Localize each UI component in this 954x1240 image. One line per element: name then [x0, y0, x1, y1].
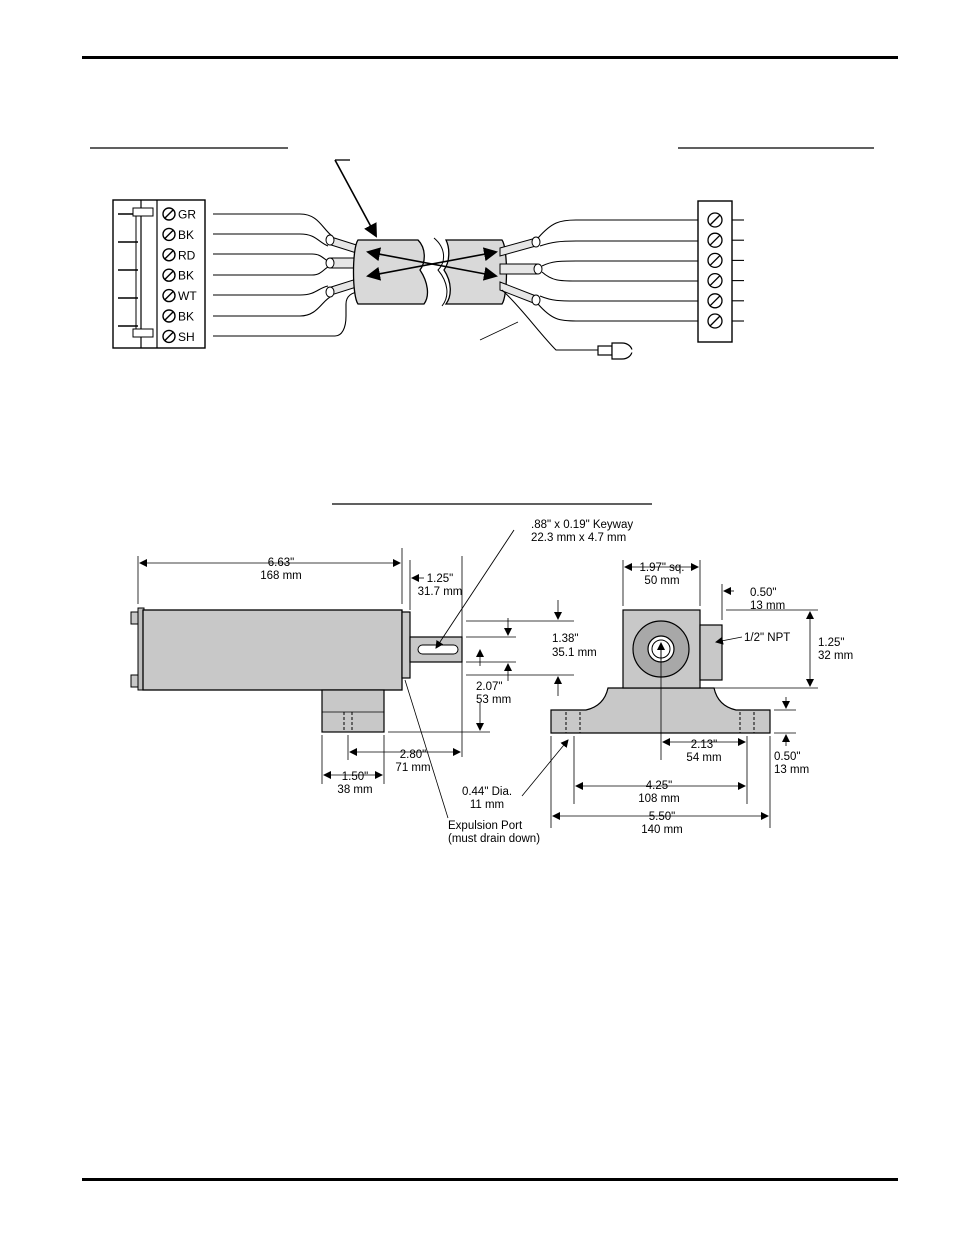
side-view — [130, 529, 574, 819]
hole-dia-label-1: 0.44" Dia. — [462, 786, 512, 798]
keyway-label-1: .88" x 0.19" Keyway — [531, 519, 633, 531]
terminal-label: BK — [178, 269, 194, 283]
hole-spacing-label-2: 108 mm — [638, 793, 680, 805]
center-hole-label-2: 54 mm — [686, 752, 721, 764]
base-thick-label-1: 0.50" — [774, 751, 800, 763]
hole-dia-label-2: 11 mm — [470, 799, 504, 811]
base-width-label-2: 38 mm — [337, 784, 372, 796]
cable-jacket — [352, 237, 508, 307]
axis-base-label-2: 71 mm — [395, 762, 430, 774]
encoder-body — [142, 609, 403, 691]
body-square-label-2: 50 mm — [644, 575, 679, 587]
expulsion-label-2: (must drain down) — [448, 833, 540, 845]
bottom-rule — [82, 1178, 898, 1181]
terminal-labels: GR BK RD BK WT BK SH — [162, 207, 197, 344]
base-thick-label-2: 13 mm — [774, 764, 809, 776]
terminal-label: BK — [178, 228, 194, 242]
npt-offset-label-1: 0.50" — [750, 587, 776, 599]
npt-label: 1/2" NPT — [744, 632, 790, 644]
right-terminal-1 — [707, 232, 744, 248]
terminal-rd-2: RD — [162, 248, 196, 262]
axis-height-label-1: 2.07" — [476, 681, 502, 693]
wiring-diagram: GR BK RD BK WT BK SH — [112, 159, 744, 360]
npt-height-label-1: 1.25" — [818, 637, 844, 649]
right-terminal-4 — [707, 293, 744, 309]
shaft-length-label-1: 1.25" — [427, 573, 453, 585]
left-wires — [213, 213, 361, 337]
end-base — [550, 687, 771, 734]
length-label-2: 168 mm — [260, 570, 302, 582]
right-terminal-0 — [707, 212, 744, 228]
spade-lug-icon — [597, 342, 633, 360]
right-terminal-2 — [707, 252, 744, 269]
terminal-bk-5: BK — [162, 309, 194, 324]
mounting-base — [321, 689, 385, 733]
terminal-label: WT — [178, 289, 197, 303]
drain-leader — [479, 321, 519, 341]
npt-offset-label-2: 13 mm — [750, 600, 785, 612]
axis-base-label-1: 2.80" — [400, 749, 426, 761]
top-rule — [82, 56, 898, 59]
terminal-label: BK — [178, 310, 194, 324]
keyway-label-2: 22.3 mm x 4.7 mm — [531, 532, 626, 544]
shaft-height-label-1: 1.38" — [552, 633, 578, 645]
terminal-label: RD — [178, 248, 196, 262]
terminal-gr-0: GR — [162, 207, 196, 222]
terminal-label: SH — [178, 330, 195, 344]
length-label-1: 6.63" — [268, 557, 294, 569]
shaft-length-label-2: 31.7 mm — [418, 586, 463, 598]
npt-height-label-2: 32 mm — [818, 650, 853, 662]
npt-fitting — [699, 624, 723, 681]
terminal-bk-3: BK — [162, 268, 194, 283]
expulsion-label-1: Expulsion Port — [448, 820, 523, 832]
base-width-label-1: 1.50" — [342, 771, 368, 783]
center-hole-label-1: 2.13" — [691, 739, 717, 751]
hole-spacing-label-1: 4.25" — [646, 780, 672, 792]
terminal-block-left — [112, 199, 206, 349]
cable-leader — [334, 159, 377, 238]
right-terminal-5 — [707, 313, 744, 329]
end-view — [521, 560, 818, 828]
shield-arrow-b — [366, 247, 498, 281]
shaft-height-label-2: 35.1 mm — [552, 647, 597, 659]
terminal-screws-right — [707, 212, 744, 329]
dimension-labels: .88" x 0.19" Keyway 22.3 mm x 4.7 mm 6.6… — [260, 519, 853, 845]
expulsion-leader — [404, 679, 449, 819]
keyway-leader — [435, 529, 515, 649]
terminal-bk-1: BK — [162, 227, 194, 242]
terminal-label: GR — [178, 208, 196, 222]
base-length-label-1: 5.50" — [649, 811, 675, 823]
body-square-label-1: 1.97" sq. — [639, 562, 684, 574]
axis-height-label-2: 53 mm — [476, 694, 511, 706]
right-terminal-3 — [707, 272, 744, 289]
base-length-label-2: 140 mm — [641, 824, 683, 836]
right-wires — [501, 219, 698, 351]
terminal-wt-4: WT — [162, 288, 197, 303]
right-pairs — [499, 236, 543, 306]
terminal-sh-6: SH — [162, 329, 195, 344]
